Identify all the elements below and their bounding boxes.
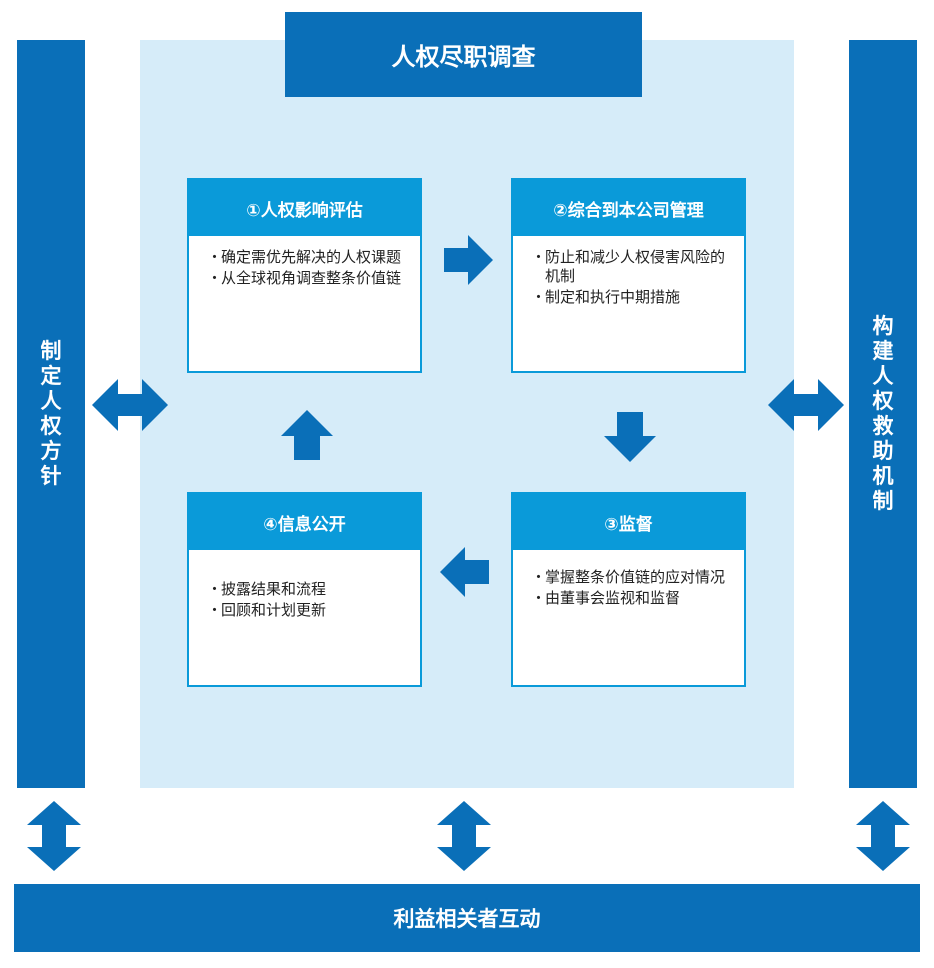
step-3-bullet-2: ・由董事会监视和监督 [531,589,681,607]
right-double-arrow-icon [768,379,844,431]
bottom-center-double-arrow-icon [437,801,491,871]
step-2-bullet-2: ・制定和执行中期措施 [531,288,681,306]
step-1-bullet-1: ・确定需优先解决的人权课题 [207,248,402,266]
bottom-right-double-arrow-icon [856,801,910,871]
step-4-bullet-2: ・回顾和计划更新 [207,601,327,619]
right-bar-label: 构建人权救助机制 [872,314,894,513]
bottom-bar: 利益相关者互动 [14,884,920,952]
arrow-up-icon [281,410,333,460]
step-4-title: ④信息公开 [189,494,420,550]
step-1-title: ①人权影响评估 [189,180,420,236]
step-1-bullet-2: ・从全球视角调查整条价值链 [207,269,402,287]
left-bar: 制定人权方针 [17,40,85,788]
step-3-bullet-1: ・掌握整条价值链的应对情况 [531,568,726,586]
right-bar: 构建人权救助机制 [849,40,917,788]
bottom-left-double-arrow-icon [27,801,81,871]
step-4-bullet-1: ・披露结果和流程 [207,580,327,598]
left-bar-label: 制定人权方针 [40,339,62,488]
step-4-box: ④信息公开 ・披露结果和流程 ・回顾和计划更新 [187,492,422,687]
step-3-title: ③监督 [513,494,744,550]
arrow-right-icon [444,235,493,285]
step-1-box: ①人权影响评估 ・确定需优先解决的人权课题 ・从全球视角调查整条价值链 [187,178,422,373]
arrow-left-icon [440,547,489,597]
diagram-title: 人权尽职调查 [285,12,642,97]
step-3-box: ③监督 ・掌握整条价值链的应对情况 ・由董事会监视和监督 [511,492,746,687]
left-double-arrow-icon [92,379,168,431]
step-2-bullet-1: ・防止和减少人权侵害风险的机制 [531,248,726,285]
step-2-box: ②综合到本公司管理 ・防止和减少人权侵害风险的机制 ・制定和执行中期措施 [511,178,746,373]
step-2-title: ②综合到本公司管理 [513,180,744,236]
arrow-down-icon [604,412,656,462]
